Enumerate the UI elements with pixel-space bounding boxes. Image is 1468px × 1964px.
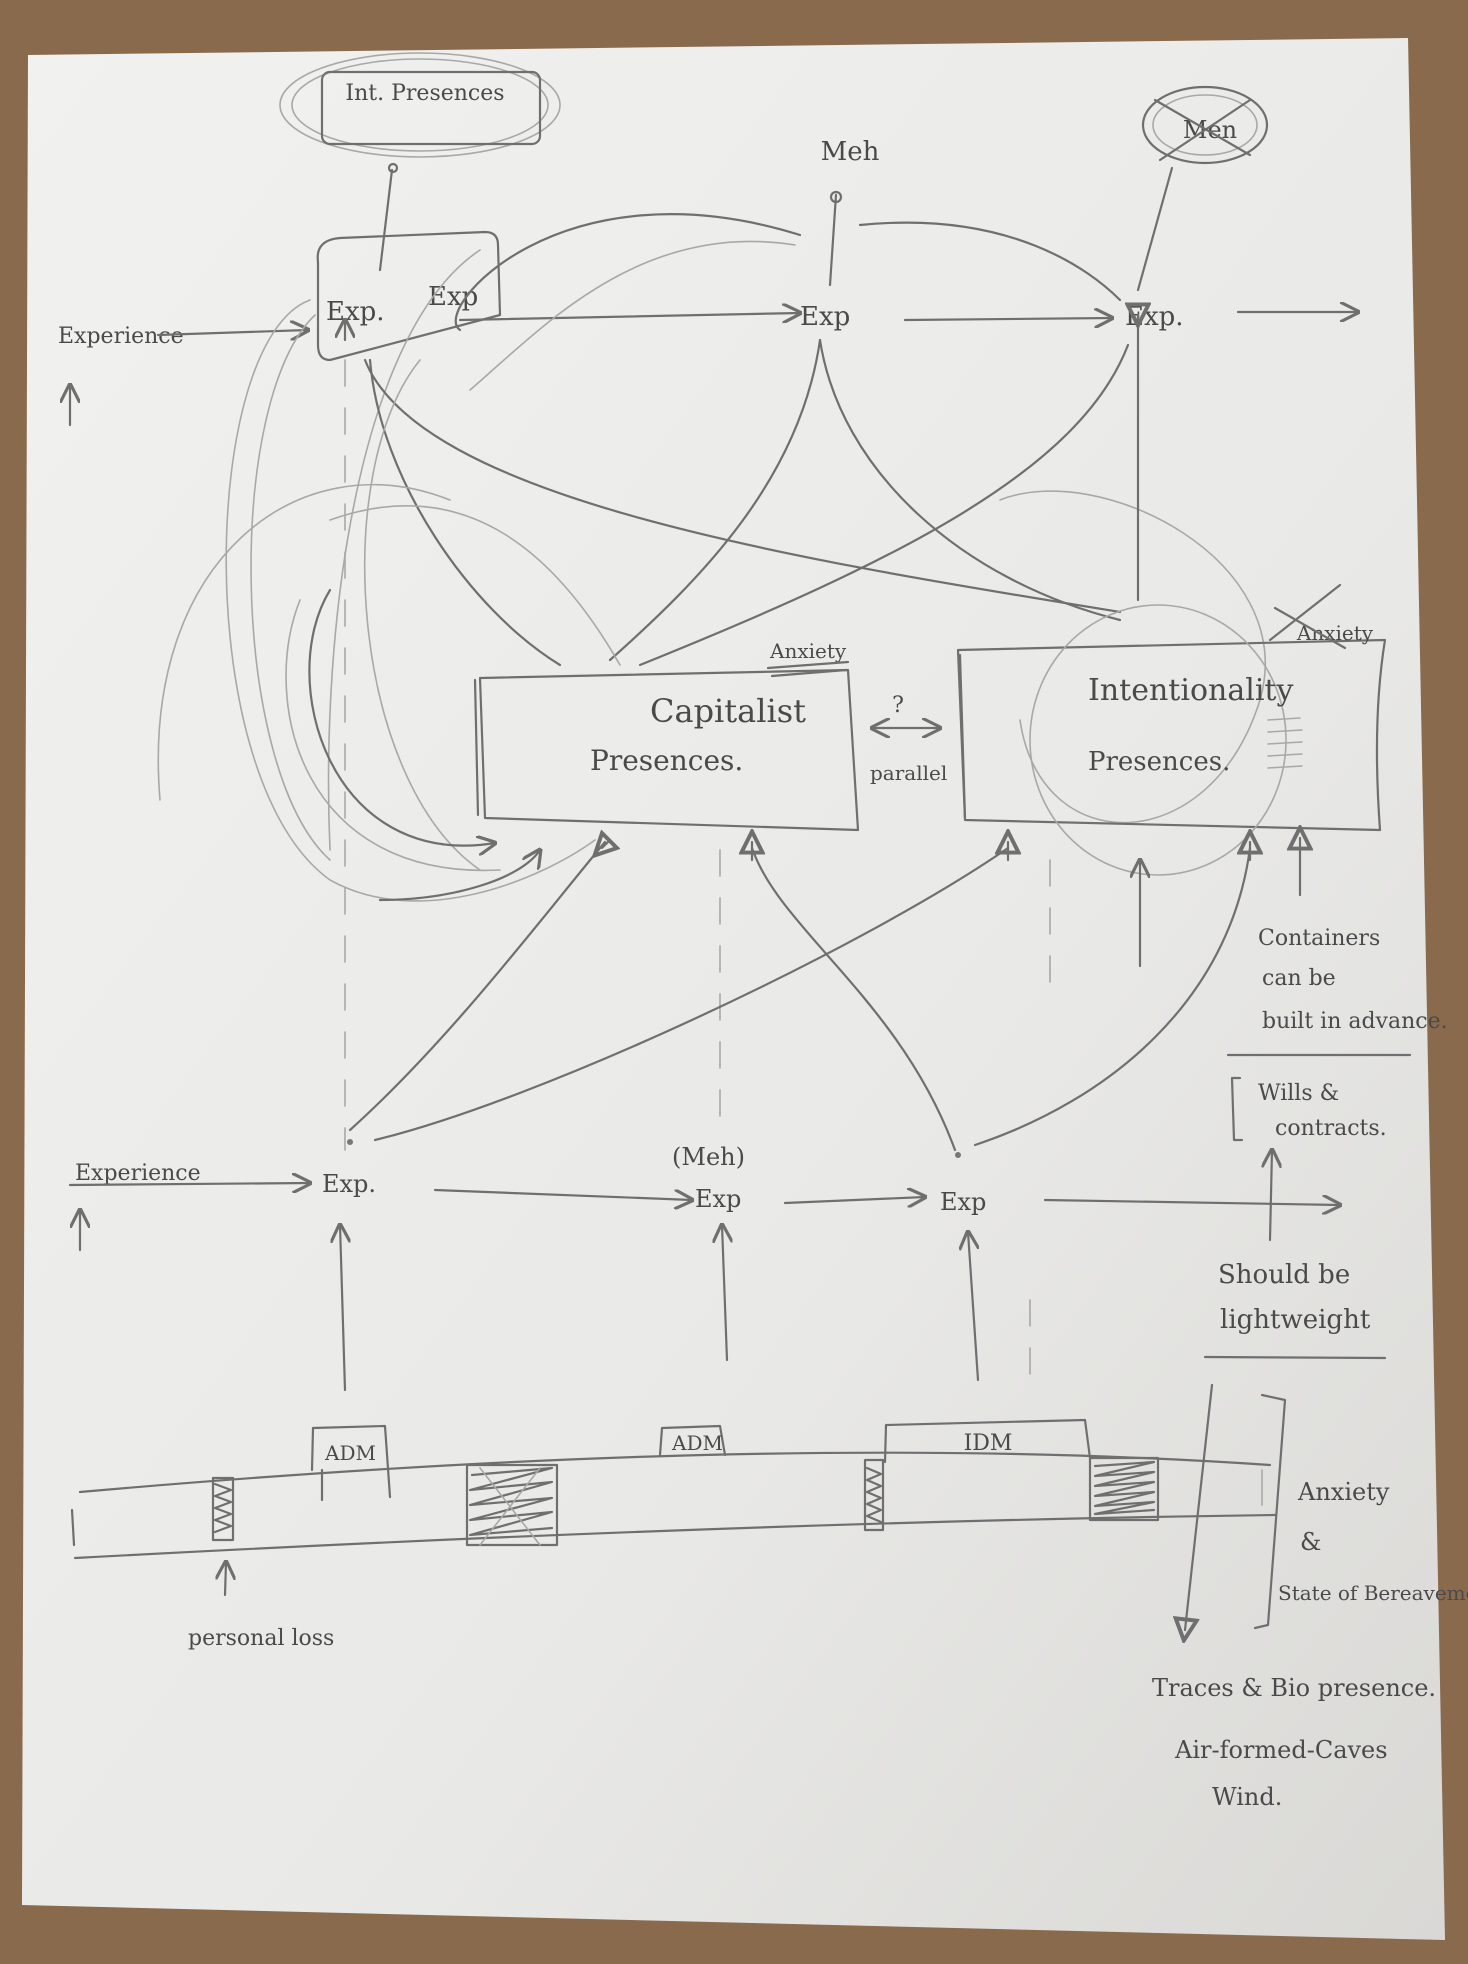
node-dot: [955, 1152, 961, 1158]
containers-3-label: built in advance.: [1262, 1009, 1448, 1034]
lightweight-2-label: lightweight: [1220, 1305, 1371, 1335]
wills-1-label: Wills &: [1258, 1081, 1339, 1106]
presences-1-label: Presences.: [590, 744, 743, 777]
exp-1-label: Exp.: [326, 297, 385, 327]
containers-1-label: Containers: [1258, 926, 1380, 951]
traces-3-label: Wind.: [1212, 1783, 1282, 1811]
capitalist-label: Capitalist: [650, 692, 806, 730]
experience-low-label: Experience: [75, 1161, 201, 1186]
exp-4-label: Exp.: [1125, 302, 1184, 332]
anxiety-state-1-label: Anxiety: [1297, 1478, 1390, 1506]
intentionality-label: Intentionality: [1088, 673, 1293, 708]
anxiety-state-2-label: &: [1300, 1528, 1321, 1556]
traces-2-label: Air-formed-Caves: [1174, 1736, 1388, 1764]
experience-left-label: Experience: [58, 324, 184, 349]
idm-label: IDM: [964, 1431, 1013, 1456]
exp-2-label: Exp: [428, 282, 478, 312]
int-presences-label: Int. Presences: [345, 81, 504, 106]
presences-2-label: Presences.: [1088, 747, 1230, 777]
paper-sheet: [22, 38, 1445, 1940]
anxiety-state-3-label: State of Bereavement: [1278, 1581, 1468, 1605]
exp-low-3-label: Exp: [940, 1188, 986, 1216]
question-mark: ?: [892, 693, 904, 718]
exp-low-1-label: Exp.: [322, 1170, 376, 1198]
exp-low-2-label: Exp: [695, 1185, 741, 1213]
anxiety-1-label: Anxiety: [769, 639, 847, 663]
meh-top-label: Meh: [821, 137, 880, 167]
wills-2-label: contracts.: [1275, 1116, 1387, 1141]
arrow: [225, 1562, 226, 1595]
lightweight-1-label: Should be: [1218, 1260, 1350, 1290]
divider: [1205, 1357, 1385, 1358]
parallel-label: parallel: [870, 761, 947, 785]
personal-loss-label: personal loss: [188, 1626, 334, 1651]
traces-1-label: Traces & Bio presence.: [1152, 1674, 1436, 1702]
containers-2-label: can be: [1262, 966, 1336, 991]
adm-2-label: ADM: [671, 1431, 723, 1455]
meh-low-label: (Meh): [672, 1143, 745, 1171]
node-dot: [347, 1139, 353, 1145]
adm-1-label: ADM: [324, 1441, 376, 1465]
exp-3-label: Exp: [800, 302, 850, 332]
